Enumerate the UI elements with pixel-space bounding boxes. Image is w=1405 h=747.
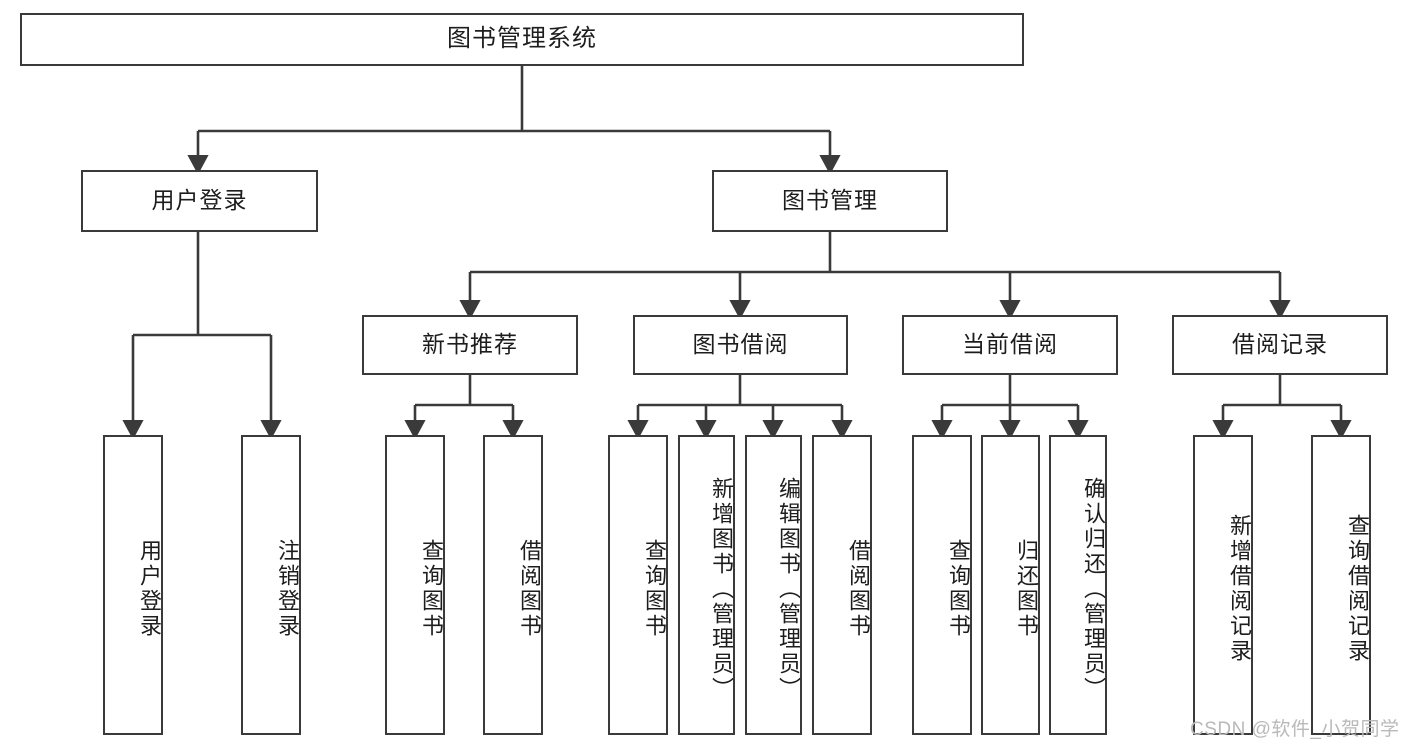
leaf-label: 借阅图书: [846, 539, 871, 639]
node-current-borrow[interactable]: 当前借阅: [902, 315, 1118, 375]
leaf-label: 用户登录: [137, 539, 162, 639]
leaf-query-book-recommend[interactable]: 查询图书: [385, 435, 445, 735]
leaf-label: 查询图书: [946, 539, 971, 639]
leaf-return-book[interactable]: 归还图书: [981, 435, 1040, 735]
node-user-login[interactable]: 用户登录: [81, 170, 318, 232]
leaf-label: 确认归还（管理员）: [1081, 476, 1106, 702]
leaf-label: 注销登录: [275, 539, 300, 639]
node-root[interactable]: 图书管理系统: [20, 13, 1024, 66]
leaf-add-book-admin[interactable]: 新增图书（管理员）: [678, 435, 735, 735]
leaf-query-borrow-record[interactable]: 查询借阅记录: [1311, 435, 1371, 735]
leaf-label: 借阅图书: [517, 539, 542, 639]
watermark: CSDN @软件_小贺同学: [1190, 719, 1400, 740]
leaf-borrow-book[interactable]: 借阅图书: [812, 435, 872, 735]
leaf-logout[interactable]: 注销登录: [241, 435, 301, 735]
leaf-edit-book-admin[interactable]: 编辑图书（管理员）: [745, 435, 802, 735]
node-borrow-record[interactable]: 借阅记录: [1172, 315, 1388, 375]
leaf-query-book-current[interactable]: 查询图书: [912, 435, 972, 735]
node-new-book-recommend[interactable]: 新书推荐: [362, 315, 578, 375]
leaf-label: 查询图书: [419, 539, 444, 639]
leaf-query-book-borrow[interactable]: 查询图书: [608, 435, 668, 735]
leaf-label: 编辑图书（管理员）: [776, 476, 801, 702]
leaf-user-login[interactable]: 用户登录: [103, 435, 163, 735]
leaf-add-borrow-record[interactable]: 新增借阅记录: [1193, 435, 1253, 735]
node-book-management[interactable]: 图书管理: [712, 170, 948, 232]
leaf-label: 查询借阅记录: [1345, 514, 1370, 664]
node-book-borrow[interactable]: 图书借阅: [633, 315, 848, 375]
leaf-label: 新增图书（管理员）: [709, 476, 734, 702]
leaf-confirm-return-admin[interactable]: 确认归还（管理员）: [1049, 435, 1107, 735]
leaf-label: 归还图书: [1014, 539, 1039, 639]
leaf-label: 新增借阅记录: [1227, 514, 1252, 664]
leaf-borrow-book-recommend[interactable]: 借阅图书: [483, 435, 543, 735]
leaf-label: 查询图书: [642, 539, 667, 639]
